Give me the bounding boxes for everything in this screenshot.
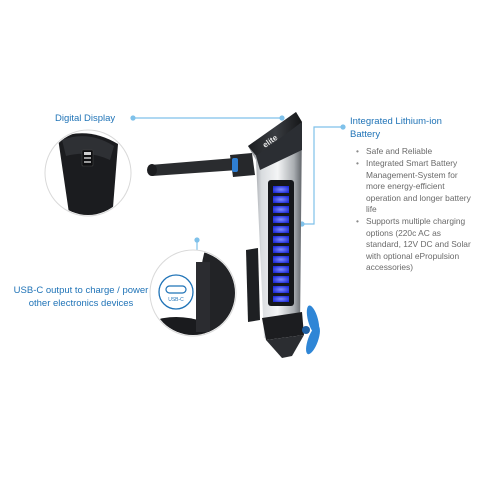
tiller-handle [147,153,255,177]
usbc-zoom-circle: USB-C [149,249,237,337]
motor-body: elite [246,112,320,358]
feature-item: Supports multiple charging options (220c… [356,216,474,273]
propeller [302,305,320,355]
battery-feature-list: Safe and Reliable Integrated Smart Batte… [356,146,474,274]
display-zoom-circle [44,129,132,217]
digital-display-label: Digital Display [55,113,116,124]
usbc-label: USB-C output to charge / power other ele… [13,285,149,309]
usbc-port-icon [165,285,187,294]
display-callout-dot [130,115,136,121]
battery-cells [273,186,289,302]
battery-title: Integrated Lithium-ion Battery [350,116,442,140]
callout-lines [130,115,346,250]
battery-callout-line [302,126,343,225]
feature-item: Integrated Smart Battery Management-Syst… [356,158,474,215]
usbc-port-label: USB-C [168,297,184,303]
feature-item: Safe and Reliable [356,146,474,158]
